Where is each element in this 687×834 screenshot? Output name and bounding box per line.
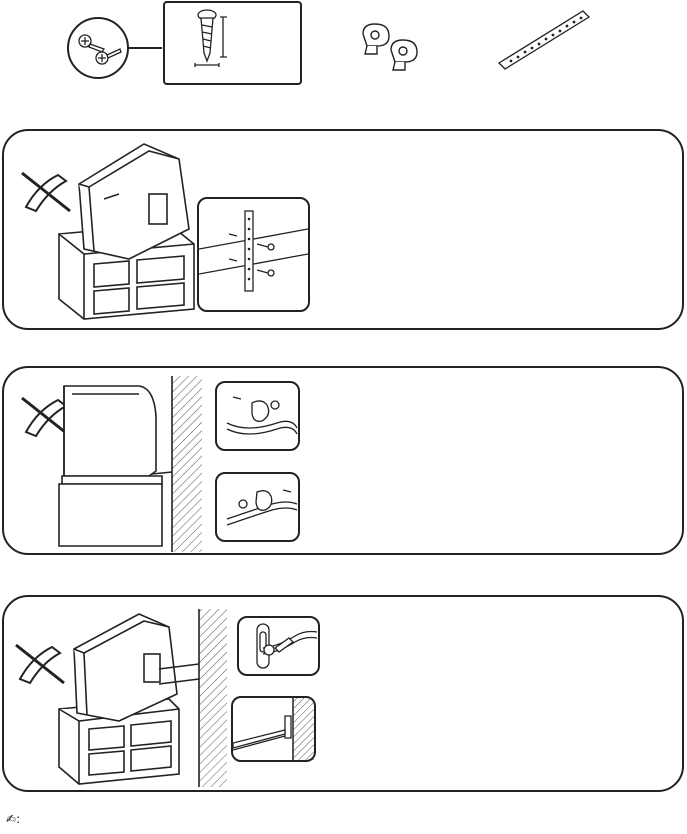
panel-wall-clamp [2,366,684,555]
strap-screw-detail-icon [199,199,308,310]
clamp-detail-top [215,381,300,451]
clamp-screw-icon [217,383,298,449]
clamp-detail-bottom [215,472,300,542]
strap-detail-box [197,197,310,312]
tv-on-stand-illustration [49,139,219,324]
screw-pair-icon [60,8,170,88]
clamp-screw-icon [217,474,298,540]
panel-wall-hook-cord [2,595,684,792]
panel-tv-stand-strap [2,129,684,330]
screw-dimension-icon [165,3,300,83]
wire-clamp-icon [355,20,430,75]
parts-row [0,0,687,100]
wall-bracket-icon [233,698,314,760]
hook-detail-box [237,616,320,676]
wall-hook-icon [239,618,318,674]
perforated-strap-icon [495,5,595,75]
note-colon: : [16,812,20,826]
screw-detail-box [163,1,302,85]
tv-hook-cord-illustration [49,609,234,789]
note-marker: ✍: [6,812,20,826]
tv-against-wall-illustration [44,376,214,554]
note-pencil-icon: ✍ [6,812,16,826]
bracket-detail-box [231,696,316,762]
